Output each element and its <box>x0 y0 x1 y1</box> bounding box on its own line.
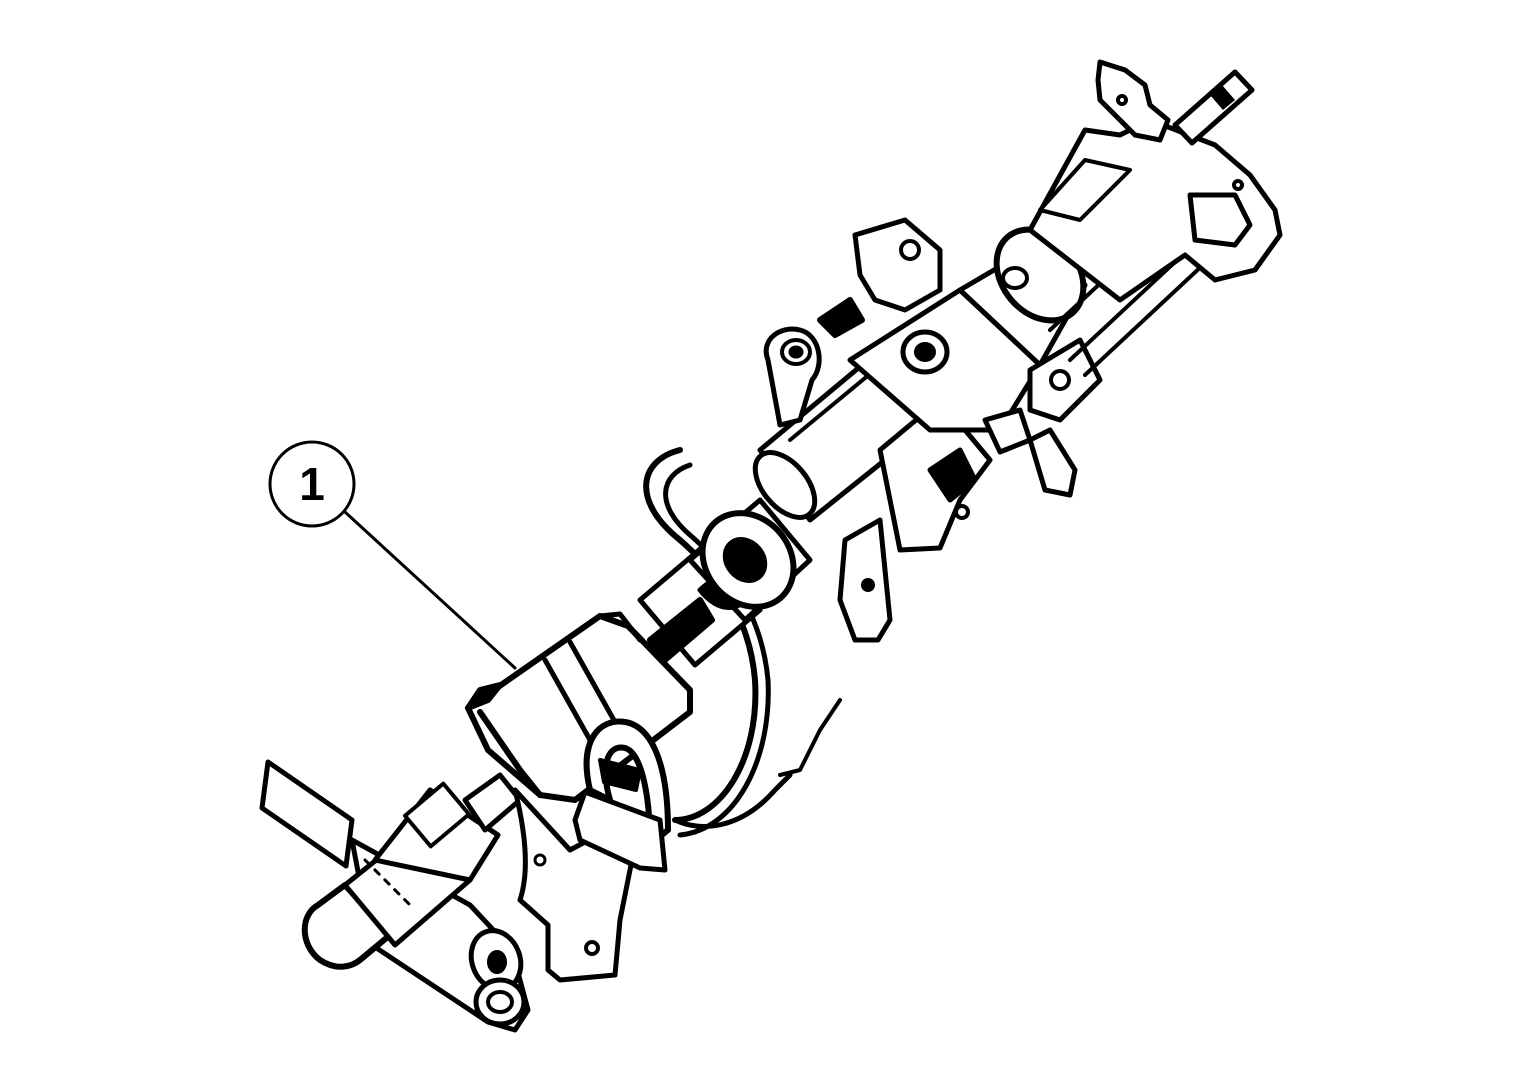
upper-shaft-end <box>1027 59 1283 303</box>
lower-shaft-coupling <box>301 772 523 970</box>
lower-right-bracket <box>512 787 635 983</box>
callout-circle <box>268 440 356 528</box>
u-clamp <box>572 718 671 873</box>
callout-label: 1 <box>299 458 325 510</box>
callout-leader-line <box>343 510 517 670</box>
upper-column-housing <box>817 198 1237 498</box>
callout-1: 1 <box>268 440 517 670</box>
stippled-component <box>465 611 693 803</box>
